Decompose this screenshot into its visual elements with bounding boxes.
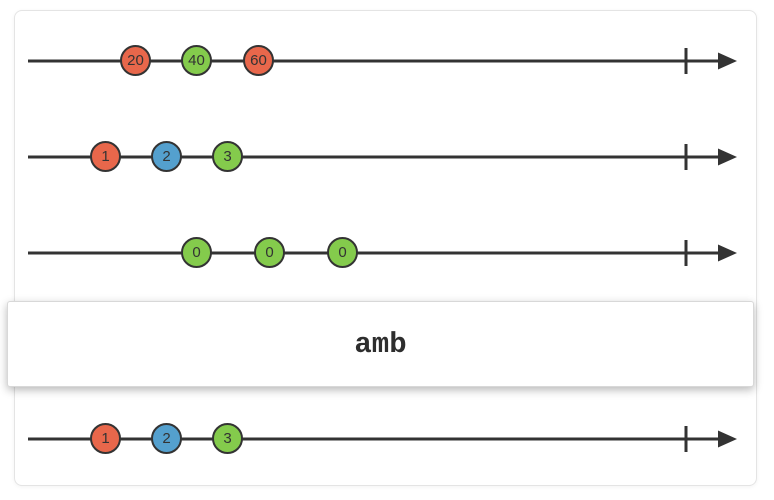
- arrow-head-icon: [718, 52, 737, 70]
- marble-source-2-0[interactable]: 1: [90, 141, 121, 172]
- diagram-card: [14, 10, 757, 486]
- marble-source-1-0[interactable]: 20: [120, 45, 151, 76]
- marble-source-2-1[interactable]: 2: [151, 141, 182, 172]
- marble-result-1: 2: [151, 423, 182, 454]
- marble-result-0: 1: [90, 423, 121, 454]
- marble-source-3-2[interactable]: 0: [327, 237, 358, 268]
- timeline-source-1: [28, 48, 737, 74]
- marble-source-3-1[interactable]: 0: [254, 237, 285, 268]
- arrow-head-icon: [718, 148, 737, 166]
- marble-source-1-2[interactable]: 60: [243, 45, 274, 76]
- marble-source-1-1[interactable]: 40: [181, 45, 212, 76]
- marble-source-3-0[interactable]: 0: [181, 237, 212, 268]
- timeline-source-2: [28, 144, 737, 170]
- operator-box: amb: [7, 301, 754, 387]
- timeline-source-3: [28, 240, 737, 266]
- marble-source-2-2[interactable]: 3: [212, 141, 243, 172]
- marble-result-2: 3: [212, 423, 243, 454]
- operator-label: amb: [354, 327, 407, 361]
- timeline-result: [28, 426, 737, 452]
- arrow-head-icon: [718, 430, 737, 448]
- arrow-head-icon: [718, 244, 737, 262]
